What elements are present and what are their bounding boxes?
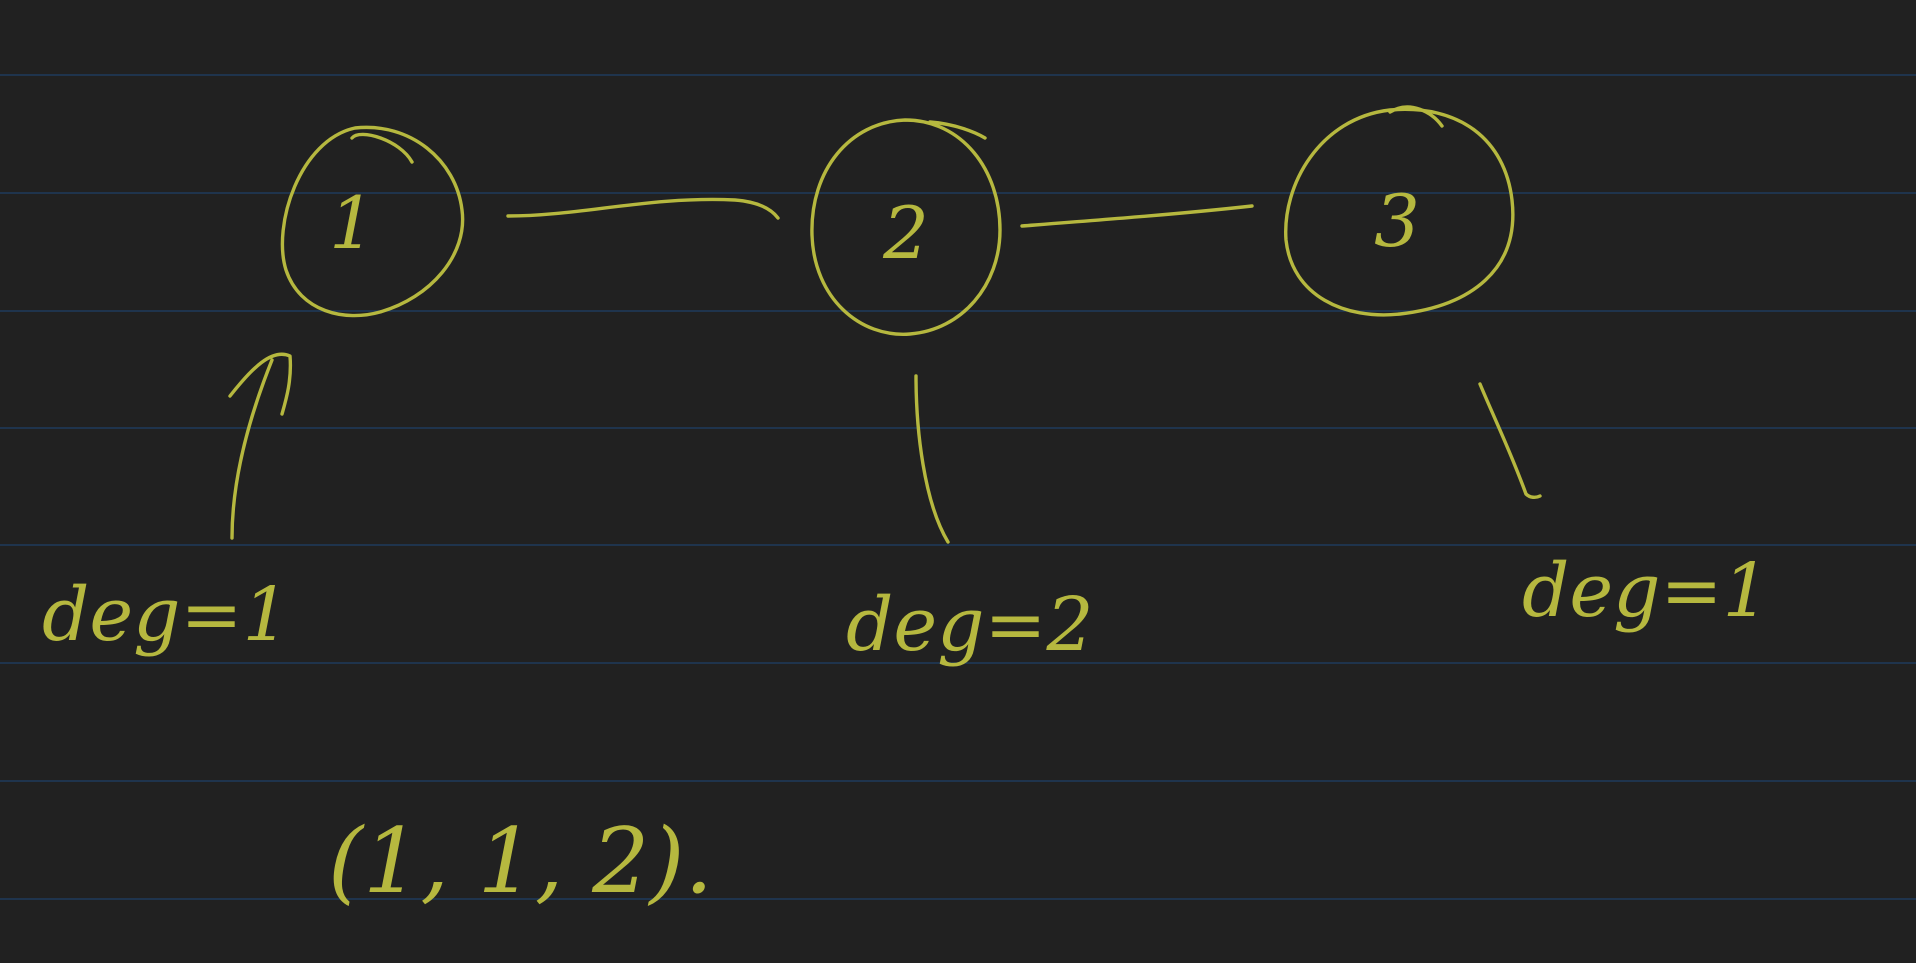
graph-node-2: 2: [810, 118, 1002, 336]
ruled-lines: [0, 74, 1916, 900]
pointer-deg-3: [1478, 382, 1542, 500]
graph-node-1: 1: [280, 125, 465, 318]
node-3-label: 3: [1374, 179, 1420, 263]
deg-label-node-2: deg=2: [846, 582, 1094, 668]
node-2-circle: [810, 118, 1002, 336]
node-2-label: 2: [882, 191, 929, 275]
node-1-circle: [280, 125, 465, 318]
arrow-deg-1: [228, 352, 293, 540]
node-1-scribble: [350, 132, 414, 164]
pointer-deg-2: [914, 374, 950, 544]
deg-label-node-3: deg=1: [1522, 548, 1770, 634]
node-1-label: 1: [329, 181, 375, 265]
node-3-circle: [1284, 107, 1515, 317]
node-3-scribble: [1388, 105, 1444, 128]
deg-label-node-1: deg=1: [42, 572, 290, 658]
edge-1-2: [506, 197, 780, 220]
degree-sequence: (1, 1, 2).: [328, 809, 713, 914]
edge-2-3: [1020, 204, 1254, 228]
graph-node-3: 3: [1284, 105, 1515, 317]
node-2-scribble: [928, 120, 987, 140]
